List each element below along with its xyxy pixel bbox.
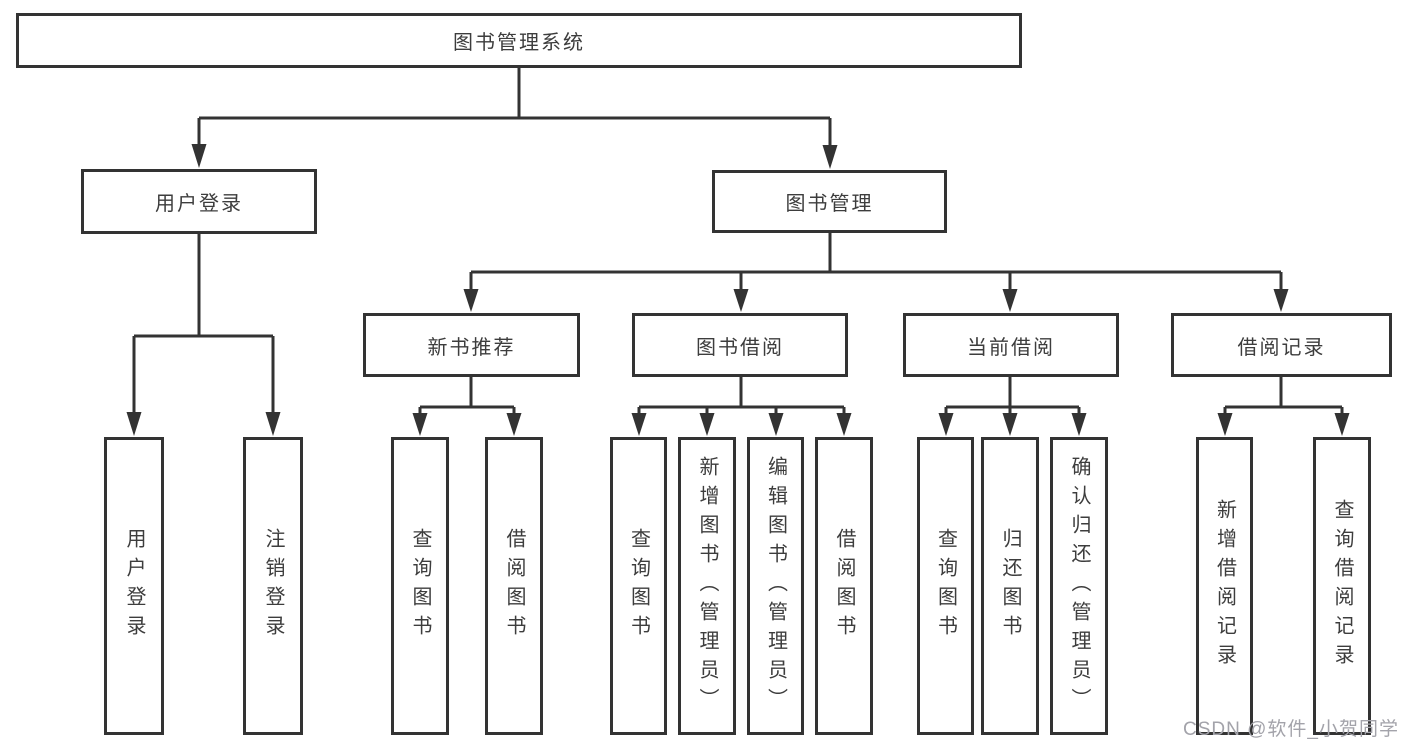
arrowhead-icon — [733, 289, 749, 312]
arrowhead-icon — [1002, 289, 1018, 312]
node-new-book-recommendation: 新书推荐 — [363, 313, 580, 377]
node-leaf-query-borrow-record: 查询借阅记录 — [1313, 437, 1371, 735]
arrowhead-icon — [631, 413, 647, 436]
node-label: 图书借阅 — [696, 336, 784, 359]
node-label: 借阅记录 — [1237, 336, 1326, 359]
node-leaf-query-books: 查询图书 — [610, 437, 667, 735]
node-user-login: 用户登录 — [81, 169, 317, 234]
arrowhead-icon — [699, 413, 715, 436]
arrowhead-icon — [1273, 289, 1289, 312]
node-leaf-query-books: 查询图书 — [917, 437, 974, 735]
arrowhead-icon — [1217, 413, 1233, 436]
node-leaf-add-books-admin: 新增图书（管理员） — [678, 437, 736, 735]
arrowhead-icon — [768, 413, 784, 436]
node-leaf-confirm-return-admin: 确认归还（管理员） — [1050, 437, 1108, 735]
node-current-borrowing: 当前借阅 — [903, 313, 1119, 377]
node-borrowing-records: 借阅记录 — [1171, 313, 1392, 377]
watermark: CSDN @软件_小贺同学 — [1183, 719, 1399, 740]
node-leaf-edit-books-admin: 编辑图书（管理员） — [747, 437, 804, 735]
node-label: 借阅图书 — [503, 528, 525, 644]
node-label: 用户登录 — [155, 193, 243, 215]
node-leaf-borrow-books: 借阅图书 — [815, 437, 873, 735]
node-label: 查询图书 — [934, 528, 957, 644]
node-leaf-query-books: 查询图书 — [391, 437, 449, 735]
node-label: 图书管理系统 — [453, 32, 585, 54]
node-book-borrowing: 图书借阅 — [632, 313, 848, 377]
arrowhead-icon — [191, 144, 207, 168]
node-label: 归还图书 — [999, 528, 1021, 644]
node-label: 用户登录 — [123, 528, 145, 644]
node-leaf-borrow-books: 借阅图书 — [485, 437, 543, 735]
arrowhead-icon — [836, 413, 852, 436]
arrowhead-icon — [1334, 413, 1350, 436]
arrowhead-icon — [506, 413, 522, 436]
node-label: 当前借阅 — [967, 336, 1055, 359]
arrowhead-icon — [412, 413, 428, 436]
node-leaf-return-books: 归还图书 — [981, 437, 1039, 735]
node-leaf-user-login: 用户登录 — [104, 437, 164, 735]
node-label: 编辑图书（管理员） — [764, 455, 787, 717]
node-label: 查询借阅记录 — [1331, 499, 1353, 673]
node-label: 查询图书 — [627, 528, 650, 644]
node-label: 确认归还（管理员） — [1068, 455, 1090, 717]
arrowhead-icon — [1002, 413, 1018, 436]
node-label: 借阅图书 — [833, 528, 855, 644]
node-label: 图书管理 — [785, 193, 874, 215]
arrowhead-icon — [1071, 413, 1087, 436]
node-label: 新增图书（管理员） — [696, 455, 718, 717]
node-book-management-system: 图书管理系统 — [16, 13, 1022, 68]
node-label: 新书推荐 — [427, 336, 516, 359]
arrowhead-icon — [822, 145, 838, 169]
node-label: 注销登录 — [262, 528, 284, 644]
node-label: 新增借阅记录 — [1213, 499, 1236, 673]
node-leaf-logout: 注销登录 — [243, 437, 303, 735]
arrowhead-icon — [938, 413, 954, 436]
arrowhead-icon — [463, 289, 479, 312]
node-label: 查询图书 — [409, 528, 431, 644]
node-leaf-add-borrow-record: 新增借阅记录 — [1196, 437, 1253, 735]
node-book-management: 图书管理 — [712, 170, 947, 233]
arrowhead-icon — [265, 412, 281, 436]
arrowhead-icon — [126, 412, 142, 436]
